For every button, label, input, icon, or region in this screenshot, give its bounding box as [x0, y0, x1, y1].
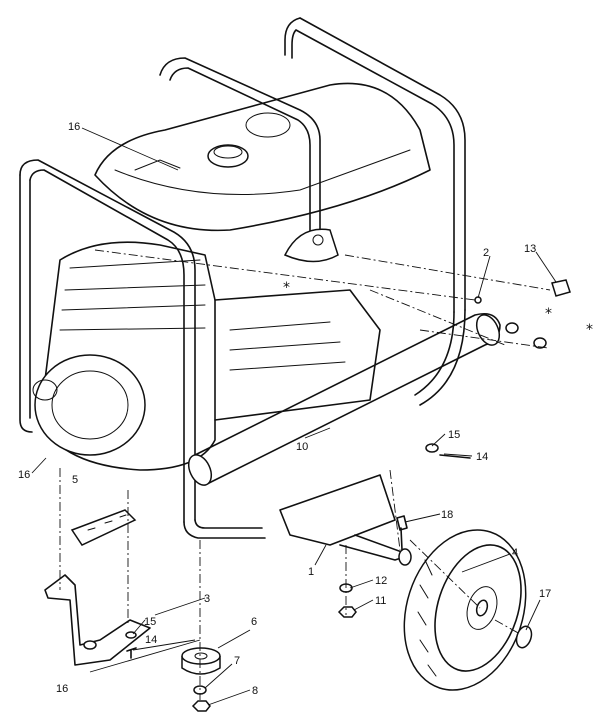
nut-11 — [337, 606, 357, 618]
star-mark-center: * — [283, 280, 290, 296]
wheel — [403, 529, 527, 691]
recoil-starter — [34, 354, 146, 456]
engine-block — [32, 241, 381, 471]
callout-3: 3 — [204, 593, 210, 605]
wheel-bracket — [279, 474, 412, 566]
rubber-mount — [181, 647, 221, 675]
end-cap-13 — [551, 279, 571, 297]
callout-labels: 16 2 13 10 15 14 18 4 17 16 5 3 15 14 6 … — [18, 121, 551, 697]
callout-8: 8 — [252, 685, 258, 697]
leader-lines — [31, 127, 557, 706]
callout-1: 1 — [308, 566, 314, 578]
isolator-pad — [70, 509, 137, 546]
fuel-tank — [94, 82, 431, 232]
callout-18: 18 — [441, 509, 453, 521]
callout-15-right: 15 — [448, 429, 460, 441]
fuel-cap — [207, 144, 249, 168]
callout-12: 12 — [375, 575, 387, 587]
callout-7: 7 — [234, 655, 240, 667]
star-mark-right-lower: * — [586, 322, 593, 338]
callout-5: 5 — [72, 474, 78, 486]
callout-16-bottom: 16 — [56, 683, 68, 695]
callout-15-left: 15 — [144, 616, 156, 628]
assembly-centerlines — [59, 249, 551, 700]
callout-16-top: 16 — [68, 121, 80, 133]
star-mark-right-upper: * — [545, 306, 552, 322]
control-panel — [283, 228, 339, 263]
callout-4: 4 — [512, 547, 518, 559]
bolt-18 — [396, 515, 408, 551]
callout-6: 6 — [251, 616, 257, 628]
callout-14-left: 14 — [145, 634, 157, 646]
callout-11: 11 — [375, 595, 386, 607]
screw-14 — [126, 647, 137, 659]
tubular-frame — [19, 17, 466, 539]
callout-2: 2 — [483, 247, 489, 259]
axle-tube — [187, 312, 501, 486]
callout-17: 17 — [539, 588, 551, 600]
callout-13: 13 — [524, 243, 536, 255]
nut-8 — [191, 700, 211, 712]
mounting-foot — [44, 574, 151, 666]
callout-14-right: 14 — [476, 451, 488, 463]
callout-16-left: 16 — [18, 469, 30, 481]
star-marks: * * * — [283, 280, 593, 338]
callout-10: 10 — [296, 441, 308, 453]
